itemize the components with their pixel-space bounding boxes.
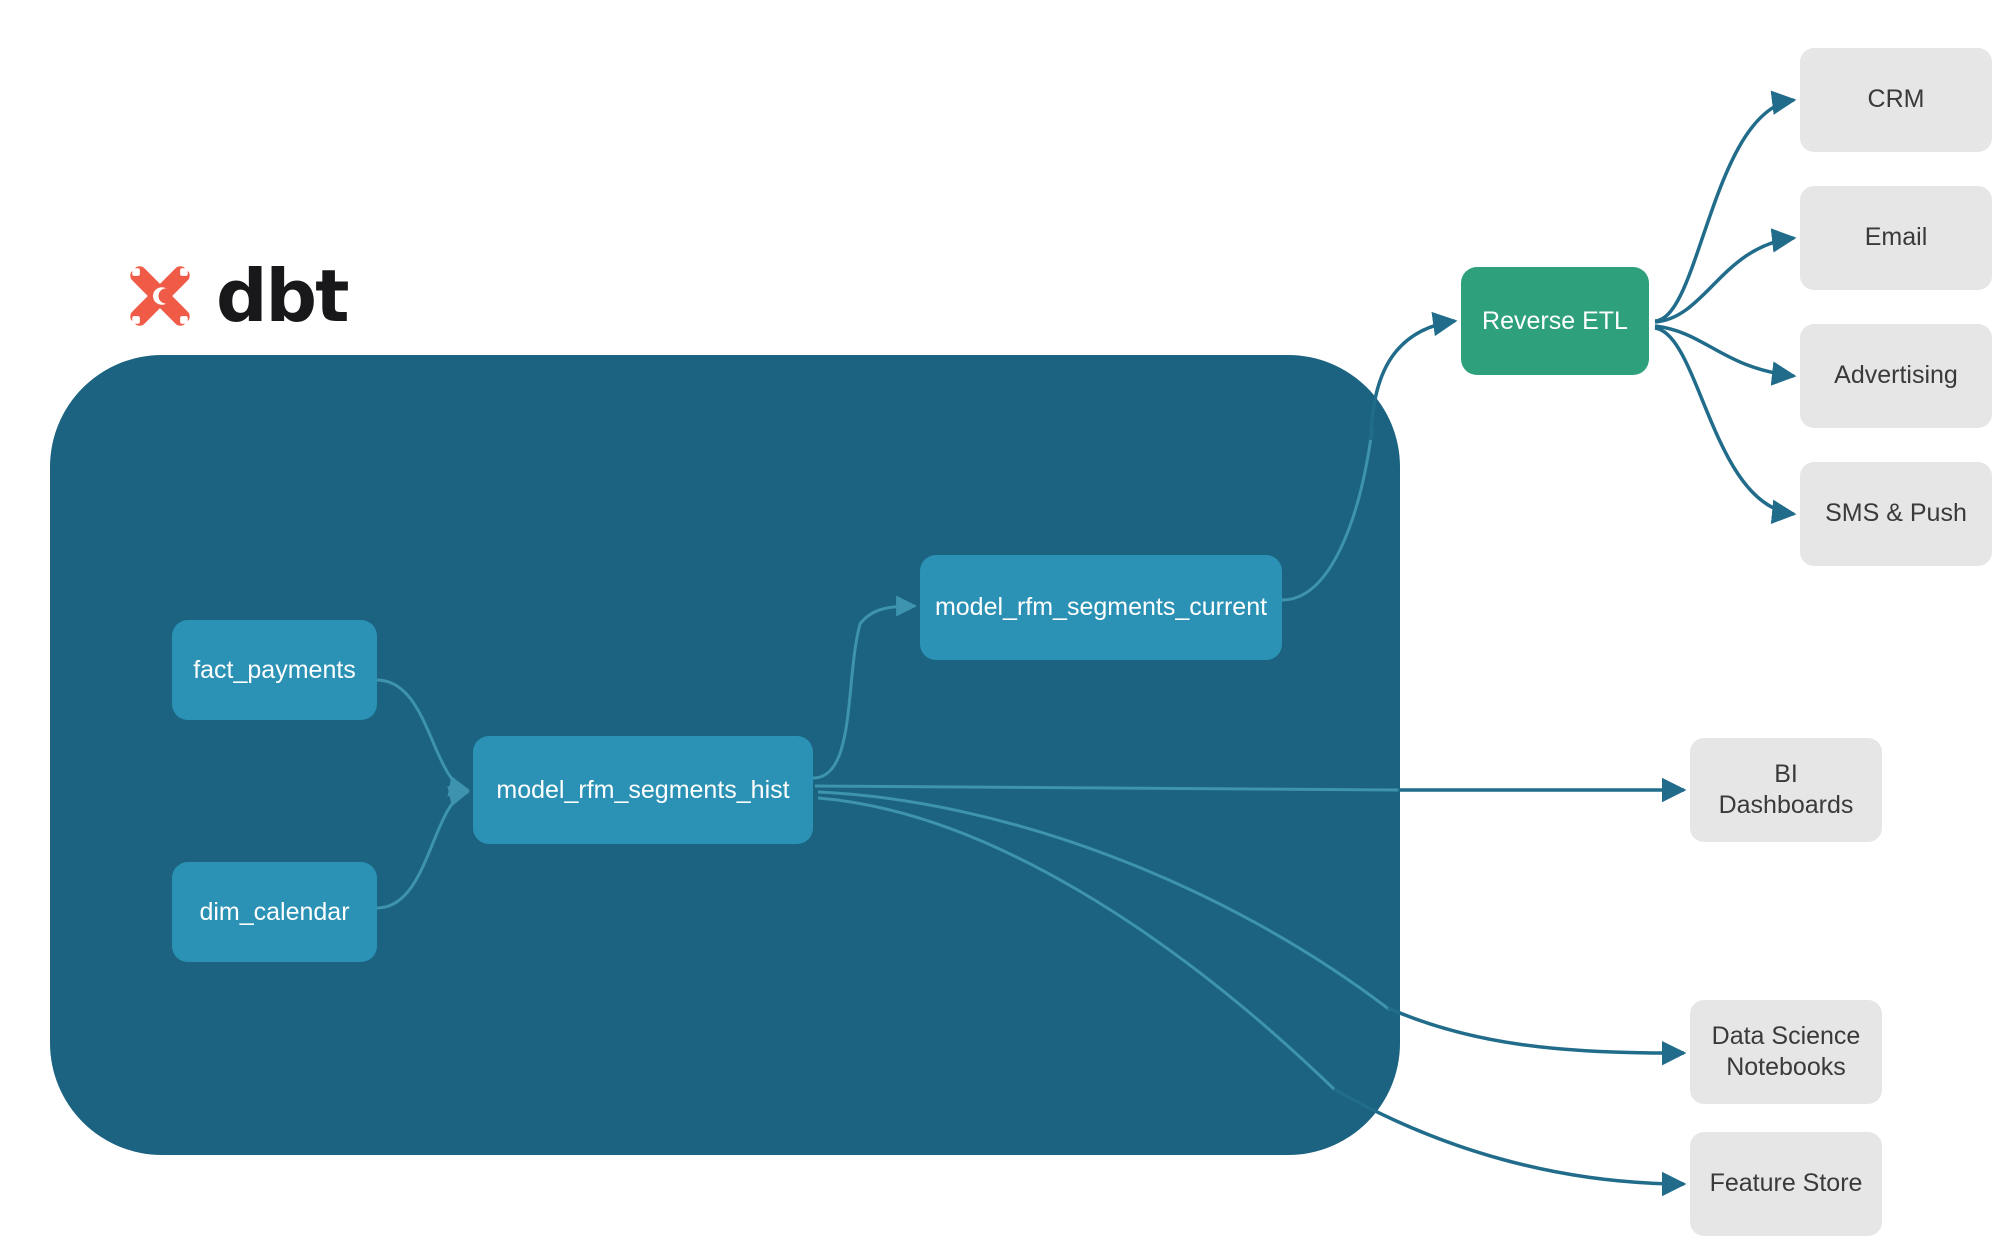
node-destination-advertising[interactable]: Advertising: [1800, 324, 1992, 428]
node-label: BI Dashboards: [1718, 759, 1854, 819]
node-reverse-etl[interactable]: Reverse ETL: [1461, 267, 1649, 375]
node-destination-email[interactable]: Email: [1800, 186, 1992, 290]
node-label: Data Science Notebooks: [1712, 1021, 1861, 1084]
node-model-rfm-segments-current[interactable]: model_rfm_segments_current: [920, 555, 1282, 660]
node-label-line-1: Data Science: [1711, 1021, 1861, 1050]
node-destination-crm[interactable]: CRM: [1800, 48, 1992, 152]
node-label: Reverse ETL: [1482, 306, 1628, 335]
node-label: model_rfm_segments_current: [934, 593, 1268, 621]
node-label: dim_calendar: [199, 897, 350, 926]
node-dim-calendar[interactable]: dim_calendar: [172, 862, 377, 962]
node-label: Email: [1864, 223, 1928, 252]
dbt-wordmark: dbt: [216, 254, 349, 338]
node-label-line-2: Notebooks: [1726, 1053, 1846, 1081]
node-label: fact_payments: [193, 655, 356, 684]
node-label: Feature Store: [1709, 1169, 1863, 1198]
node-label: CRM: [1867, 85, 1925, 114]
node-label: SMS & Push: [1825, 499, 1967, 528]
node-label: Advertising: [1834, 361, 1958, 390]
node-destination-bi-dashboards[interactable]: BI Dashboards: [1690, 738, 1882, 842]
node-destination-sms-push[interactable]: SMS & Push: [1800, 462, 1992, 566]
node-label: model_rfm_segments_hist: [496, 775, 790, 804]
node-model-rfm-segments-hist[interactable]: model_rfm_segments_hist: [473, 736, 813, 844]
dbt-brand-lockup: dbt: [122, 254, 349, 338]
dbt-logo-icon: [130, 266, 190, 326]
node-fact-payments[interactable]: fact_payments: [172, 620, 377, 720]
node-destination-data-science-notebooks[interactable]: Data Science Notebooks: [1690, 1000, 1882, 1104]
node-destination-feature-store[interactable]: Feature Store: [1690, 1132, 1882, 1236]
